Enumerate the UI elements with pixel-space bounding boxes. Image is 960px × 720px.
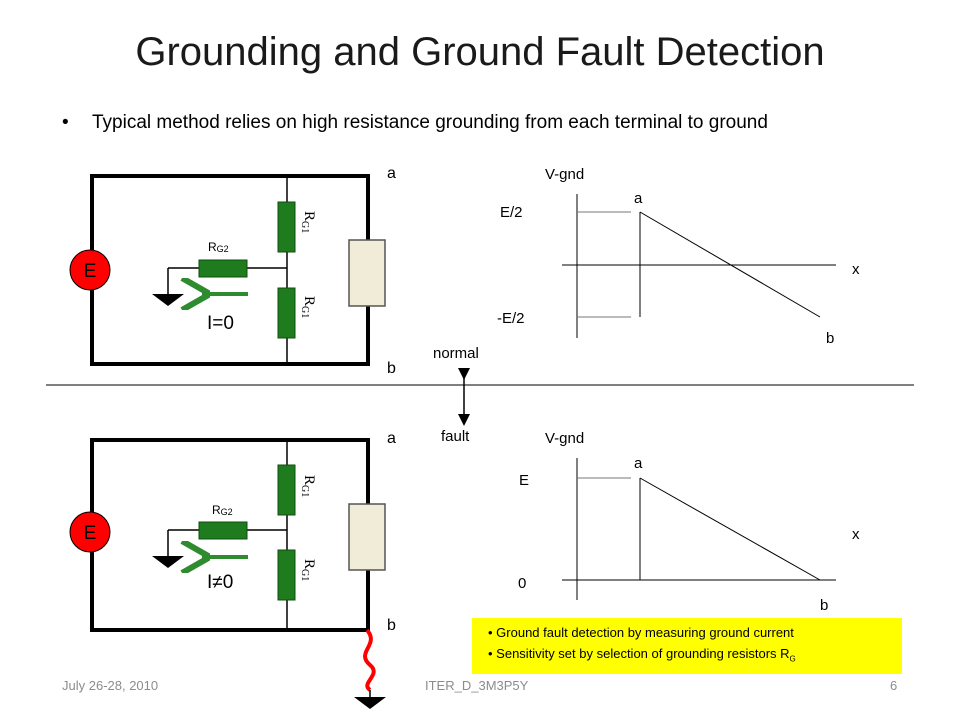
load-box xyxy=(348,503,386,571)
y-title: V-gnd xyxy=(545,430,584,447)
y-bottom-label: 0 xyxy=(518,575,526,592)
y-top-label: E xyxy=(519,472,529,489)
footer-page-number: 6 xyxy=(890,678,898,693)
point-b-label: b xyxy=(826,330,834,347)
rg1-top-label: RG1 xyxy=(299,211,317,233)
note-item: Sensitivity set by selection of groundin… xyxy=(488,643,894,670)
voltage-source xyxy=(69,249,111,291)
y-bottom-label: -E/2 xyxy=(497,310,525,327)
load-box xyxy=(348,239,386,307)
source-label: E xyxy=(84,261,97,282)
point-b-label: b xyxy=(820,597,828,614)
x-label: x xyxy=(852,261,860,278)
y-title: V-gnd xyxy=(545,166,584,183)
state-indicator: normal fault xyxy=(433,345,479,445)
bullet-dot: • xyxy=(62,112,69,133)
resistor-rg1-top xyxy=(277,201,296,253)
rg2-label: RG2 xyxy=(208,240,229,254)
resistor-rg1-top xyxy=(277,464,296,516)
source-label: E xyxy=(84,523,97,544)
ground-symbol xyxy=(152,294,184,306)
rg2-label: RG2 xyxy=(212,503,233,517)
terminal-b-label: b xyxy=(387,360,396,377)
point-a-label: a xyxy=(634,190,643,207)
rg1-top-label: RG1 xyxy=(299,475,317,497)
normal-label: normal xyxy=(433,345,479,362)
terminal-a-label: a xyxy=(387,165,396,182)
fault-circuit: E I≠0 RG2 RG1 RG1 a b xyxy=(69,430,396,709)
note-box: Ground fault detection by measuring grou… xyxy=(472,618,902,674)
terminal-a-label: a xyxy=(387,430,396,447)
footer-doc-id: ITER_D_3M3P5Y xyxy=(425,678,529,693)
x-label: x xyxy=(852,526,860,543)
fault-ground-symbol xyxy=(354,697,386,709)
fault-wire xyxy=(363,628,376,692)
note-item: Ground fault detection by measuring grou… xyxy=(488,622,894,643)
terminal-b-label: b xyxy=(387,617,396,634)
bullet-text: Typical method relies on high resistance… xyxy=(92,112,768,133)
rg1-bottom-label: RG1 xyxy=(299,559,317,581)
fault-label: fault xyxy=(441,428,470,445)
voltage-slope xyxy=(639,211,821,318)
footer-date: July 26-28, 2010 xyxy=(62,678,159,693)
resistor-rg1-bottom xyxy=(277,287,296,339)
resistor-rg1-bottom xyxy=(277,549,296,601)
voltage-slope xyxy=(639,477,821,581)
fault-voltage-graph: V-gnd E 0 x a b xyxy=(518,430,860,614)
bullet-point: • Typical method relies on high resistanc… xyxy=(62,112,768,134)
rg1-bottom-label: RG1 xyxy=(299,296,317,318)
y-top-label: E/2 xyxy=(500,204,523,221)
resistor-rg2 xyxy=(198,259,248,278)
resistor-rg2 xyxy=(198,521,248,540)
normal-circuit: E I=0 RG2 RG1 RG1 a b xyxy=(69,165,396,377)
voltage-source xyxy=(69,511,111,553)
point-a-label: a xyxy=(634,455,643,472)
ground-symbol xyxy=(152,556,184,568)
current-label: I≠0 xyxy=(207,572,233,593)
slide-title: Grounding and Ground Fault Detection xyxy=(135,30,825,74)
current-label: I=0 xyxy=(207,313,234,334)
normal-voltage-graph: V-gnd E/2 -E/2 x a b xyxy=(497,166,860,347)
